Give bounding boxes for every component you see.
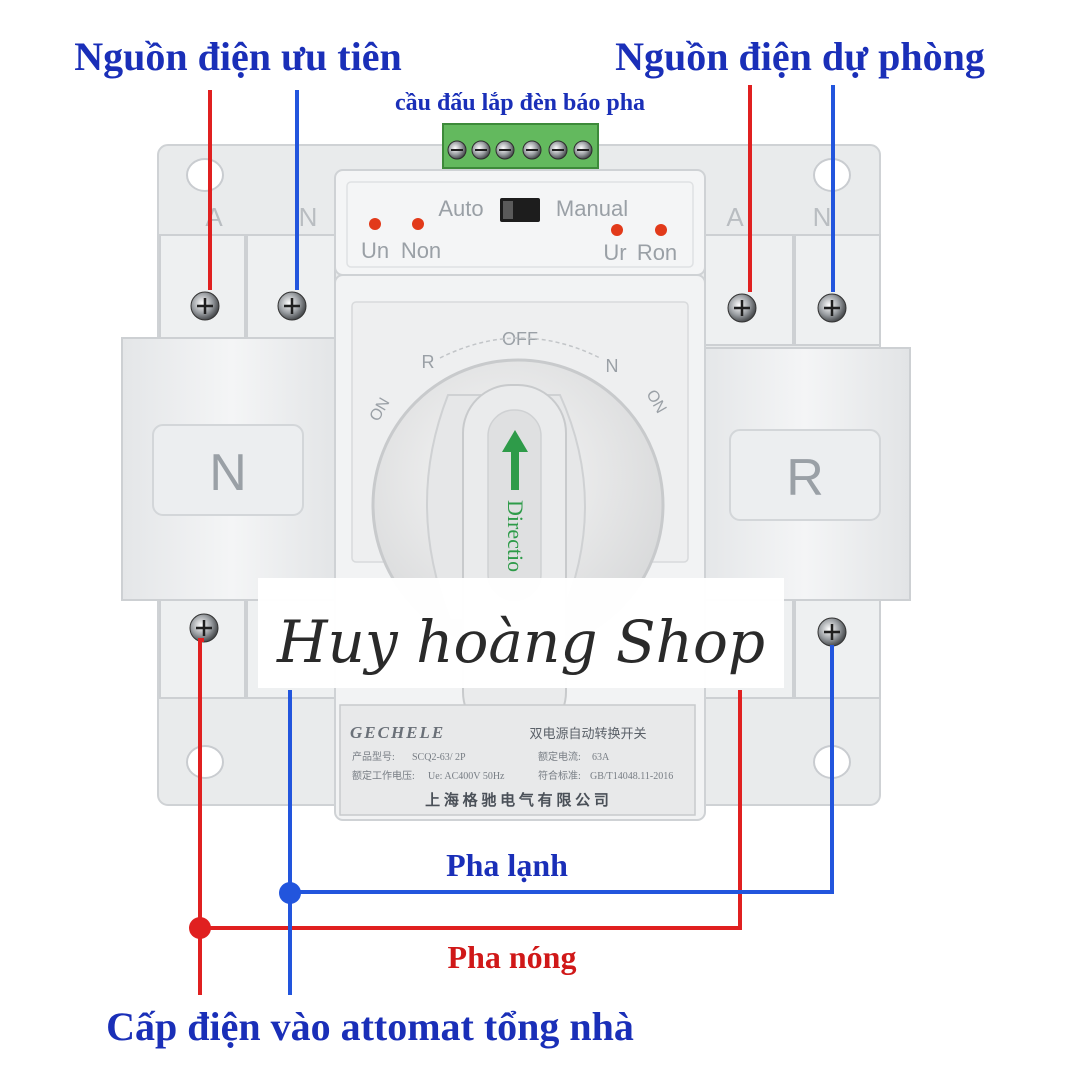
side-badge-right (729, 429, 881, 521)
plate-model-value: SCQ2-63/ 2P (412, 752, 466, 763)
mode-manual-label: Manual (556, 196, 628, 221)
plate-maker: 上 海 格 驰 电 气 有 限 公 司 (425, 791, 609, 809)
plate-current-value: 63A (592, 752, 610, 763)
pole-n-left-label: N (299, 202, 318, 232)
side-left-label: N (209, 444, 247, 502)
pole-a-right-label: A (726, 202, 744, 232)
wire-output-live-left (198, 638, 204, 928)
wiring (198, 85, 835, 995)
plate-title: 双电源自动转换开关 (529, 726, 646, 741)
pole-block-left-n (246, 234, 336, 346)
plate-current-label: 额定电流: (538, 750, 581, 763)
mount-hole-bl (186, 745, 224, 779)
plate-voltage-label: 额定工作电压: (352, 769, 415, 782)
control-module-inner (346, 181, 694, 268)
label-terminal-block: cầu đấu lắp đèn báo pha (395, 90, 645, 116)
led-un-label: Un (361, 238, 389, 263)
pole-block-left-a (159, 234, 246, 346)
plate-voltage-value: Ue: AC400V 50Hz (428, 771, 505, 782)
wire-output-neutral-right (290, 645, 834, 894)
wire-output-live-right (200, 690, 742, 930)
watermark-box (258, 578, 784, 688)
watermark-text: Huy hoàng Shop (276, 608, 765, 676)
led-non-label: Non (401, 238, 441, 263)
pole-block-bottom-left-1 (159, 597, 246, 699)
pole-n-right-label: N (813, 202, 832, 232)
dial-off-label: OFF (502, 329, 538, 349)
label-source-priority: Nguồn điện ưu tiên (74, 34, 401, 79)
dial-r-label: R (422, 352, 435, 372)
led-ur (611, 224, 623, 236)
side-right-label: R (786, 449, 824, 507)
dial-n-label: N (606, 356, 619, 376)
mount-hole-tl (186, 158, 224, 192)
arrow-up-icon (502, 430, 528, 490)
plate-model-label: 产品型号: (352, 750, 395, 763)
led-ron (655, 224, 667, 236)
pole-block-bottom-right-2 (794, 597, 881, 699)
junction-neutral (279, 882, 301, 904)
junction-live (189, 917, 211, 939)
pole-block-right-n (794, 234, 881, 346)
plate-standard-value: GB/T14048.11-2016 (590, 771, 673, 782)
label-house-feed: Cấp điện vào attomat tổng nhà (106, 1004, 634, 1049)
indicator-terminal-block (442, 123, 599, 169)
handle-direction-label: Directio (503, 500, 528, 572)
led-un (369, 218, 381, 230)
plate-standard-label: 符合标准: (538, 769, 581, 782)
led-ron-label: Ron (637, 240, 677, 265)
ats-switch: A N A N N R (121, 123, 911, 821)
label-neutral-line: Pha lạnh (446, 847, 568, 883)
label-live-line: Pha nóng (448, 939, 577, 975)
led-ur-label: Ur (603, 240, 626, 265)
nameplate: GECHELE 双电源自动转换开关 产品型号: SCQ2-63/ 2P 额定电流… (339, 704, 696, 816)
mode-auto-label: Auto (438, 196, 483, 221)
side-badge-left (152, 424, 304, 516)
label-source-backup: Nguồn điện dự phòng (615, 34, 985, 79)
led-non (412, 218, 424, 230)
plate-brand: GECHELE (350, 723, 445, 742)
